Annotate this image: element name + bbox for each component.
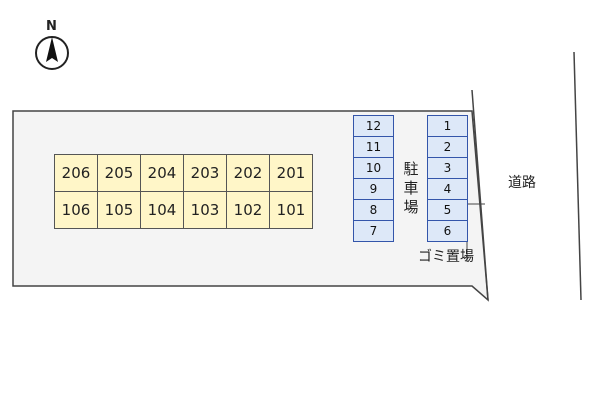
unit-106: 106: [54, 191, 98, 229]
parking-space-2: 2: [427, 136, 468, 158]
unit-101: 101: [269, 191, 313, 229]
unit-204: 204: [140, 154, 184, 192]
unit-105: 105: [97, 191, 141, 229]
unit-102: 102: [226, 191, 270, 229]
unit-103: 103: [183, 191, 227, 229]
road-label: 道路: [508, 175, 536, 191]
garbage-area-label: ゴミ置場: [418, 249, 474, 265]
unit-201: 201: [269, 154, 313, 192]
parking-space-8: 8: [353, 199, 394, 221]
unit-104: 104: [140, 191, 184, 229]
parking-space-1: 1: [427, 115, 468, 137]
unit-205: 205: [97, 154, 141, 192]
parking-label: 駐車場: [402, 160, 420, 217]
parking-space-11: 11: [353, 136, 394, 158]
parking-space-6: 6: [427, 220, 468, 242]
unit-202: 202: [226, 154, 270, 192]
parking-space-12: 12: [353, 115, 394, 137]
parking-space-7: 7: [353, 220, 394, 242]
parking-space-10: 10: [353, 157, 394, 179]
parking-space-3: 3: [427, 157, 468, 179]
parking-label-text: 駐車場: [403, 160, 419, 216]
unit-203: 203: [183, 154, 227, 192]
road-edge-right: [573, 51, 582, 301]
parking-space-4: 4: [427, 178, 468, 200]
parking-space-5: 5: [427, 199, 468, 221]
compass-label: N: [46, 19, 57, 34]
road-edge-left: [471, 89, 489, 301]
parking-space-9: 9: [353, 178, 394, 200]
unit-206: 206: [54, 154, 98, 192]
